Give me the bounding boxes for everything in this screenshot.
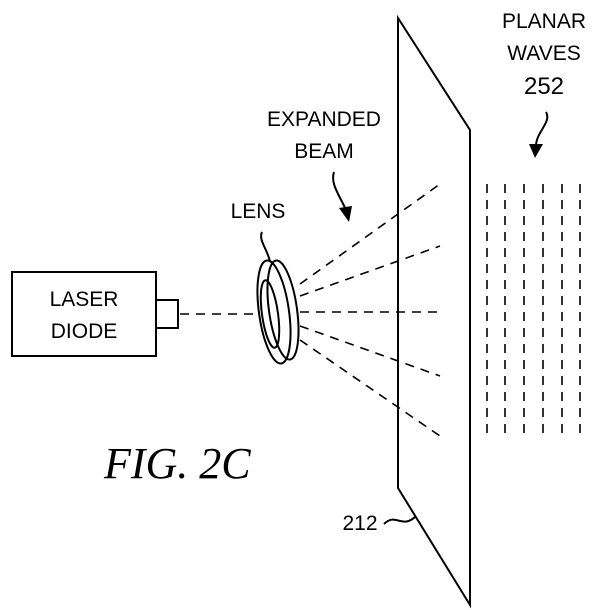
laser-diode-label-line1: LASER [50, 288, 119, 311]
lens-leader [260, 231, 271, 263]
lens: LENS [231, 200, 300, 365]
laser-diode-nozzle [155, 299, 179, 329]
planar-waves-label-line2: WAVES [507, 42, 581, 65]
expanded-beam-arrowhead [339, 206, 352, 222]
lens-rim-back [266, 259, 300, 361]
plate-label: 212 [342, 512, 377, 535]
figure-caption: FIG. 2C [103, 439, 251, 488]
planar-waves: PLANAR WAVES 252 [486, 10, 586, 436]
plate-outline [397, 14, 471, 609]
lens-rim-front [256, 259, 292, 365]
expanded-beam: EXPANDED BEAM [267, 108, 441, 437]
expanded-beam-label-line1: EXPANDED [267, 108, 381, 131]
beam-ray [299, 245, 441, 297]
beam-ray [299, 325, 441, 377]
beam-ray [299, 339, 441, 437]
laser-diode-box [11, 271, 157, 357]
plate: 212 [342, 14, 471, 609]
beam-ray [299, 183, 441, 285]
planar-waves-leader [535, 111, 549, 147]
laser-diode: LASER DIODE [11, 271, 179, 357]
planar-waves-ref-label: 252 [524, 73, 564, 100]
plate-leader [383, 515, 417, 525]
laser-diode-label-line2: DIODE [51, 320, 118, 343]
planar-waves-arrowhead [529, 144, 543, 158]
lens-center [259, 279, 281, 349]
expanded-beam-leader [332, 171, 347, 211]
expanded-beam-label-line2: BEAM [294, 140, 354, 163]
planar-waves-label-line1: PLANAR [502, 10, 586, 33]
lens-label: LENS [231, 200, 286, 223]
